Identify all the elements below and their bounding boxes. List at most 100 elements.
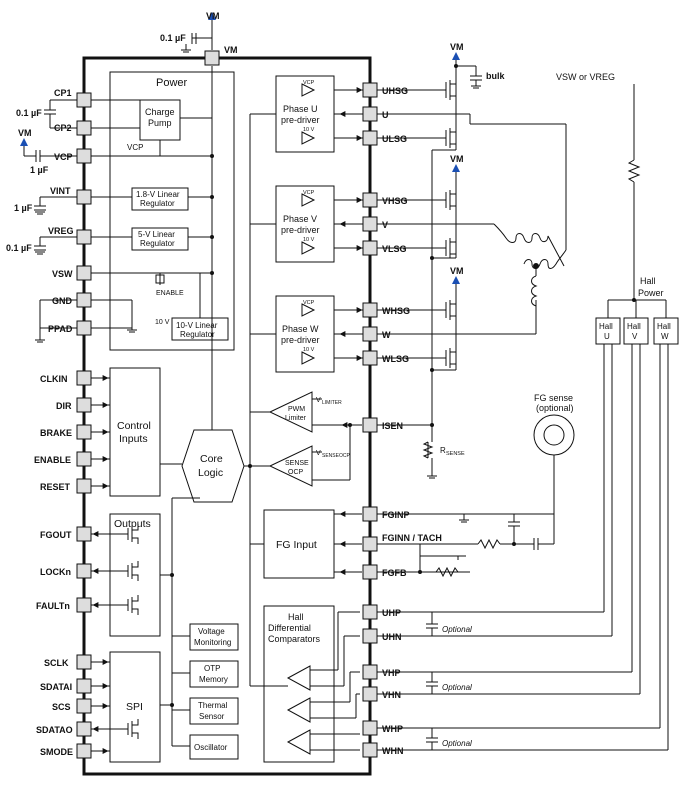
vm-label-v: VM <box>450 154 464 164</box>
pin-faultn: FAULTn <box>36 601 70 611</box>
pd-u-vcp: VCP <box>303 80 315 86</box>
predriver-u-line1: Phase U <box>283 104 318 114</box>
cap-vint-label: 1 µF <box>14 203 33 213</box>
optional-u: Optional <box>442 625 472 634</box>
hall-w-line1: Hall <box>657 322 671 331</box>
hall-comp-line3: Comparators <box>268 634 321 644</box>
cap-cp-label: 0.1 µF <box>16 108 42 118</box>
control-line1: Control <box>117 420 151 432</box>
wires <box>23 20 679 776</box>
outputs-title: Outputs <box>114 518 151 530</box>
predriver-w-line1: Phase W <box>282 324 319 334</box>
voltage-mon-line1: Voltage <box>198 627 225 636</box>
pin-lockn: LOCKn <box>40 567 71 577</box>
pin-sdatao: SDATAO <box>36 725 73 735</box>
hall-power-line2: Power <box>638 288 664 298</box>
pwm-line2: Limiter <box>285 415 307 422</box>
hall-v-line2: V <box>632 332 638 341</box>
hall-u-line2: U <box>604 332 610 341</box>
vsenseocp-v: V <box>316 450 321 457</box>
voltage-mon-line2: Monitoring <box>194 638 231 647</box>
pin-dir: DIR <box>56 401 72 411</box>
pin-vhn: VHN <box>382 690 401 700</box>
pin-vint: VINT <box>50 186 71 196</box>
otp-line1: OTP <box>204 664 220 673</box>
charge-pump-line2: Pump <box>148 118 172 128</box>
pin-ulsg: ULSG <box>382 134 407 144</box>
rsense-sub: SENSE <box>446 451 465 457</box>
core-line2: Logic <box>198 467 223 479</box>
vsenseocp-sub: SENSEOCP <box>322 453 350 459</box>
pin-whsg: WHSG <box>382 306 410 316</box>
pin-sdatai: SDATAI <box>40 682 72 692</box>
vsw-vreg-label: VSW or VREG <box>556 72 615 82</box>
ground-symbols <box>35 49 481 523</box>
power-title: Power <box>156 77 188 89</box>
rsense-r: R <box>440 446 446 455</box>
signal-arrows <box>92 87 363 754</box>
hall-comp-line2: Differential <box>268 623 311 633</box>
spi-title: SPI <box>126 701 143 713</box>
pin-squares <box>76 50 378 759</box>
ocp-line1: SENSE <box>285 460 309 467</box>
pin-v: V <box>382 220 388 230</box>
predriver-buffers <box>301 83 316 365</box>
motor-center <box>533 263 539 269</box>
reg10-line2: Regulator <box>180 330 215 339</box>
vlimiter-v: V <box>316 397 321 404</box>
mosfets <box>127 80 456 739</box>
pin-vcp: VCP <box>54 152 73 162</box>
vm-label-u: VM <box>450 42 464 52</box>
pin-vhsg: VHSG <box>382 196 408 206</box>
pin-fginn: FGINN / TACH <box>382 533 442 543</box>
pd-v-vcp: VCP <box>303 190 315 196</box>
predriver-v-line1: Phase V <box>283 214 317 224</box>
pin-gnd: GND <box>52 296 73 306</box>
hall-power-line1: Hall <box>640 276 656 286</box>
predriver-v-line2: pre-driver <box>281 225 320 235</box>
pin-uhn: UHN <box>382 632 402 642</box>
predriver-u-line2: pre-driver <box>281 115 320 125</box>
cap-vcp-label: 1 µF <box>30 165 49 175</box>
core-line1: Core <box>200 453 223 465</box>
pin-uhp: UHP <box>382 608 401 618</box>
pin-fgout: FGOUT <box>40 530 72 540</box>
reg5-line2: Regulator <box>140 239 175 248</box>
power-10v-label: 10 V <box>155 319 170 326</box>
pd-w-10v: 10 V <box>303 347 315 353</box>
fg-sense-line1: FG sense <box>534 393 573 403</box>
pin-brake: BRAKE <box>40 428 72 438</box>
pin-clkin: CLKIN <box>40 374 68 384</box>
thermal-line2: Sensor <box>199 712 225 721</box>
pin-u: U <box>382 110 389 120</box>
pin-scs: SCS <box>52 702 71 712</box>
vm-pin-label: VM <box>224 45 238 55</box>
pin-ppad: PPAD <box>48 324 73 334</box>
pin-uhsg: UHSG <box>382 86 408 96</box>
pd-w-vcp: VCP <box>303 300 315 306</box>
hall-v-line1: Hall <box>627 322 641 331</box>
cap-vreg-label: 0.1 µF <box>6 243 32 253</box>
otp-line2: Memory <box>199 675 228 684</box>
junction-dots <box>170 64 636 707</box>
pin-wlsg: WLSG <box>382 354 409 364</box>
pin-enable: ENABLE <box>34 455 71 465</box>
pin-reset: RESET <box>40 482 71 492</box>
bulk-label: bulk <box>486 71 505 81</box>
pin-fginp: FGINP <box>382 510 410 520</box>
charge-pump-line1: Charge <box>145 107 175 117</box>
optional-v: Optional <box>442 683 472 692</box>
pin-w: W <box>382 330 391 340</box>
vlimiter-sub: LIMITER <box>322 400 342 406</box>
pin-sclk: SCLK <box>44 658 69 668</box>
reg5-line1: 5-V Linear <box>138 230 175 239</box>
pin-vhp: VHP <box>382 668 401 678</box>
fg-sense-line2: (optional) <box>536 403 574 413</box>
pin-isen: ISEN <box>382 421 403 431</box>
hall-comp-line1: Hall <box>288 612 304 622</box>
thermal-line1: Thermal <box>198 701 228 710</box>
optional-w: Optional <box>442 739 472 748</box>
hall-w-line2: W <box>661 332 669 341</box>
